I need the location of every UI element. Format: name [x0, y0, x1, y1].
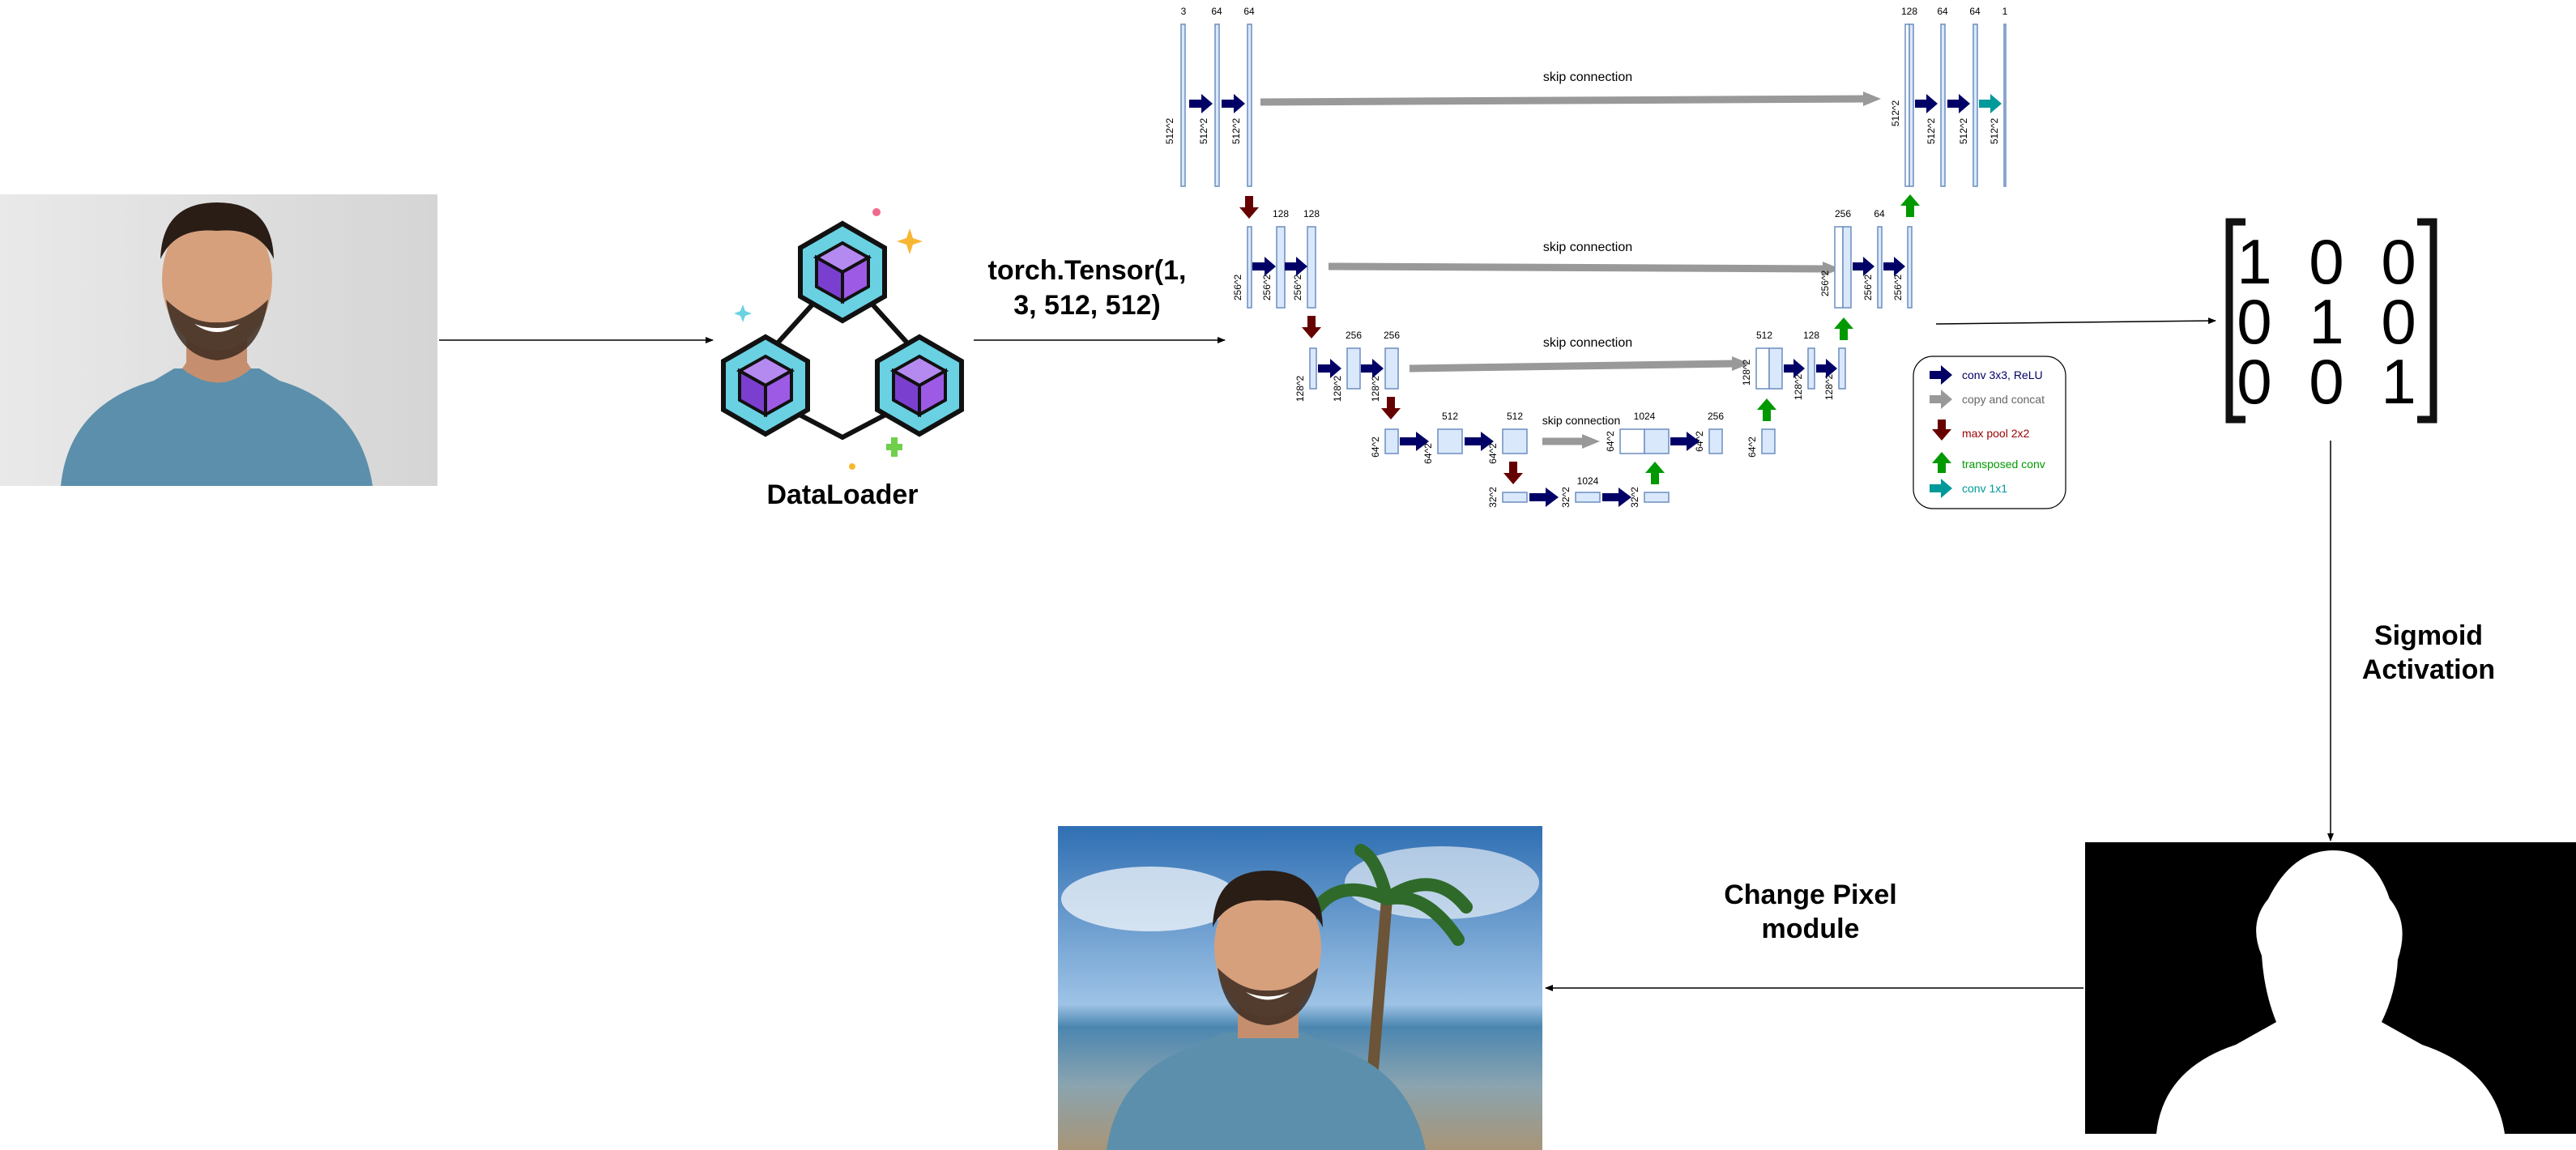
svg-text:32^2: 32^2	[1487, 487, 1499, 508]
conv-arrow	[1222, 94, 1245, 113]
skip-label-1: skip connection	[1543, 70, 1632, 84]
legend-label-pool: max pool 2x2	[1962, 427, 2029, 440]
conv1x1-arrow-icon	[1930, 479, 1952, 498]
change-pixel-label-line1: Change Pixel	[1724, 880, 1897, 910]
svg-text:32^2: 32^2	[1560, 487, 1572, 508]
dataloader-icon	[721, 208, 964, 470]
pool-arrow	[1239, 196, 1259, 219]
legend-label-copy: copy and concat	[1962, 393, 2045, 406]
svg-text:128^2: 128^2	[1294, 376, 1306, 402]
matrix-row-1: 1 0 0	[2237, 226, 2425, 297]
svg-text:256^2: 256^2	[1819, 270, 1831, 297]
svg-text:64: 64	[1969, 6, 1981, 17]
sigmoid-label-line1: Sigmoid	[2374, 620, 2483, 651]
svg-text:64: 64	[1937, 6, 1948, 17]
matrix-row-3: 0 0 1	[2237, 346, 2425, 417]
encoder-level-2: 128 128 256^2 256^2 256^2	[1232, 208, 1321, 339]
svg-text:1024: 1024	[1577, 475, 1599, 487]
dataloader-label: DataLoader	[766, 479, 918, 510]
skip-label-3: skip connection	[1543, 336, 1632, 350]
svg-text:512^2: 512^2	[1989, 118, 2000, 145]
pool-arrow-icon	[1932, 420, 1951, 441]
svg-text:64: 64	[1874, 208, 1885, 219]
svg-text:256: 256	[1384, 330, 1400, 341]
svg-text:512^2: 512^2	[1926, 118, 1937, 145]
skip-label-2: skip connection	[1543, 241, 1632, 254]
decoder-level-3: 512 128 128^2 128^2 128^2	[1741, 317, 1853, 400]
legend: conv 3x3, ReLU copy and concat max pool …	[1913, 356, 2066, 509]
output-matrix: 1 0 0 0 1 0 0 0 1	[2225, 218, 2437, 424]
svg-text:128^2: 128^2	[1741, 360, 1752, 386]
segmentation-mask	[2085, 842, 2576, 1134]
output-photo	[1058, 826, 1542, 1150]
upconv-arrow-icon	[1932, 452, 1951, 473]
skip-arrow-3	[1409, 356, 1750, 373]
svg-text:1024: 1024	[1634, 411, 1656, 422]
svg-text:256: 256	[1835, 208, 1851, 219]
svg-text:128: 128	[1803, 330, 1819, 341]
encoder-level-3: 256 256 128^2 128^2 128^2	[1294, 330, 1401, 420]
svg-text:128^2: 128^2	[1332, 376, 1343, 402]
tensor-label-line1: torch.Tensor(1,	[988, 255, 1187, 286]
svg-text:512^2: 512^2	[1958, 118, 1969, 145]
svg-text:256^2: 256^2	[1862, 275, 1874, 301]
encoder-level-4: 512 512 64^2 64^2 64^2	[1370, 411, 1528, 484]
svg-text:256^2: 256^2	[1292, 275, 1303, 301]
svg-text:256: 256	[1346, 330, 1362, 341]
legend-label-conv: conv 3x3, ReLU	[1962, 368, 2043, 381]
channel-label: 64	[1211, 6, 1222, 17]
svg-text:256^2: 256^2	[1261, 275, 1273, 301]
conv-arrow	[1189, 94, 1213, 113]
size-label: 512^2	[1230, 118, 1242, 145]
svg-text:128: 128	[1273, 208, 1289, 219]
conv-arrow-icon	[1930, 365, 1952, 385]
svg-text:64^2: 64^2	[1370, 437, 1381, 458]
matrix-row-2: 0 1 0	[2237, 286, 2425, 357]
unet-diagram: skip connection skip connection skip con…	[1164, 6, 2066, 509]
encoder-level-1: 3 64 64 512^2 512^2 512^2	[1164, 6, 1259, 219]
input-photo	[0, 194, 437, 486]
legend-label-conv1x1: conv 1x1	[1962, 482, 2007, 495]
svg-text:1: 1	[2002, 6, 2008, 17]
decoder-level-4: 1024 256 64^2 64^2 64^2	[1605, 398, 1776, 458]
decoder-level-1: 128 64 64 1 512^2 512^2 512^2 512^2	[1890, 6, 2008, 187]
svg-text:256^2: 256^2	[1232, 275, 1243, 301]
size-label: 512^2	[1164, 118, 1175, 145]
skip-arrow-4	[1542, 434, 1600, 449]
bottleneck: 1024 32^2 32^2 32^2	[1487, 462, 1670, 508]
svg-text:256: 256	[1708, 411, 1724, 422]
svg-text:64^2: 64^2	[1605, 431, 1616, 452]
svg-text:64^2: 64^2	[1746, 437, 1758, 458]
size-label: 512^2	[1198, 118, 1209, 145]
skip-arrow-1	[1260, 92, 1881, 106]
channel-label: 3	[1181, 6, 1187, 17]
sigmoid-label-line2: Activation	[2362, 654, 2495, 685]
svg-text:32^2: 32^2	[1629, 487, 1640, 508]
svg-text:128^2: 128^2	[1823, 374, 1835, 401]
svg-text:512: 512	[1442, 411, 1458, 422]
feature-map-block	[1247, 23, 1252, 187]
svg-text:512: 512	[1507, 411, 1523, 422]
svg-text:128: 128	[1901, 6, 1917, 17]
svg-text:64^2: 64^2	[1694, 431, 1705, 452]
skip-arrow-2	[1328, 262, 1840, 276]
channel-label: 64	[1243, 6, 1255, 17]
svg-text:256^2: 256^2	[1892, 275, 1904, 301]
svg-text:512^2: 512^2	[1890, 100, 1901, 127]
tensor-label-line2: 3, 512, 512)	[1013, 290, 1160, 321]
svg-text:64^2: 64^2	[1422, 443, 1434, 464]
feature-map-block	[1214, 23, 1220, 187]
svg-text:64^2: 64^2	[1487, 443, 1499, 464]
svg-text:128: 128	[1303, 208, 1320, 219]
svg-text:512: 512	[1756, 330, 1772, 341]
change-pixel-label-line2: module	[1762, 914, 1860, 944]
svg-text:128^2: 128^2	[1370, 376, 1381, 402]
decoder-level-2: 256 64 256^2 256^2 256^2	[1819, 194, 1920, 309]
svg-text:128^2: 128^2	[1793, 374, 1804, 401]
feature-map-block	[1180, 23, 1186, 187]
legend-label-upconv: transposed conv	[1962, 458, 2045, 471]
copy-arrow-icon	[1930, 390, 1952, 409]
skip-label-4: skip connection	[1542, 414, 1621, 427]
